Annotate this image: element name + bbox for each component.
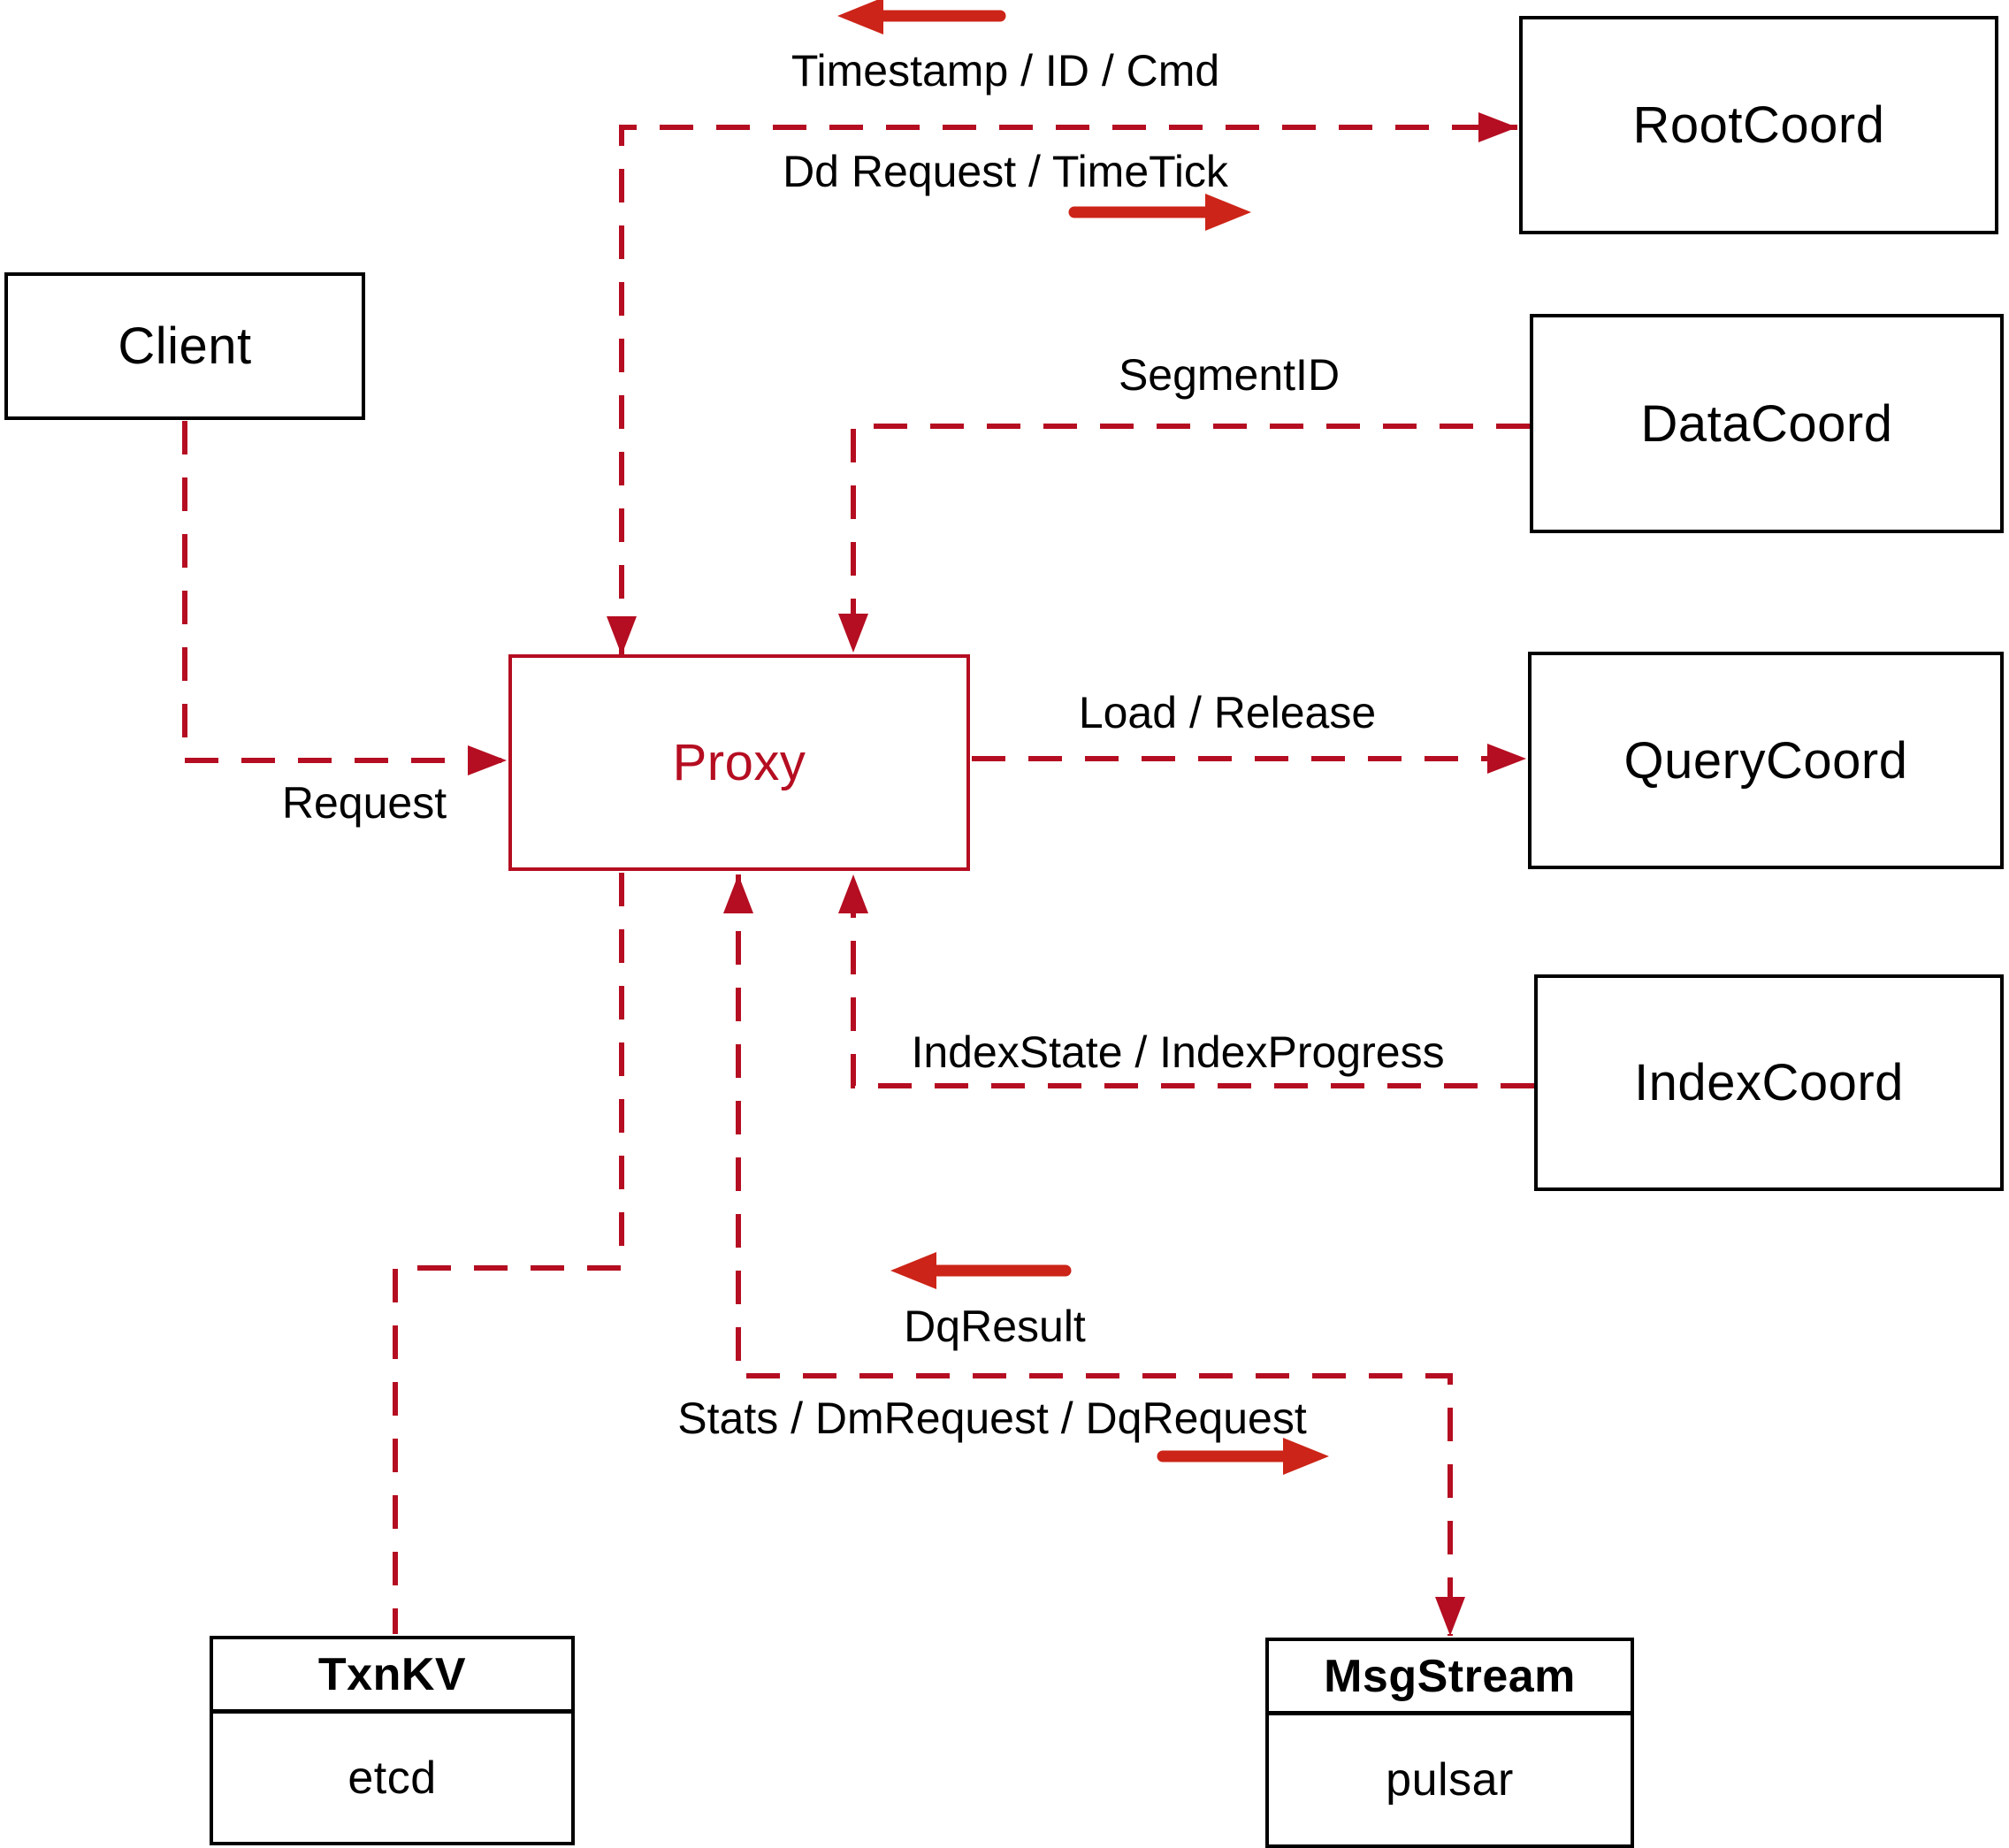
node-msgstream-sublabel: pulsar xyxy=(1386,1754,1514,1806)
node-proxy: Proxy xyxy=(508,654,970,871)
edge-proxy-rootcoord xyxy=(619,125,1517,655)
node-txnkv-sublabel: etcd xyxy=(348,1752,437,1804)
dd-request-direction-arrow-head-icon xyxy=(1205,194,1251,231)
timestamp-id-cmd-label: Timestamp / ID / Cmd xyxy=(791,46,1220,95)
edge-proxy-msgstream xyxy=(736,874,1453,1636)
node-client: Client xyxy=(4,272,365,420)
node-msgstream-title: MsgStream xyxy=(1269,1641,1631,1715)
edge-datacoord-proxy xyxy=(851,424,1530,653)
stats-dmrequest-dqrequest-label: Stats / DmRequest / DqRequest xyxy=(677,1394,1307,1443)
edge-proxy-txnkv xyxy=(393,873,624,1634)
node-querycoord-label: QueryCoord xyxy=(1623,731,1908,790)
node-client-label: Client xyxy=(118,317,252,375)
node-datacoord-label: DataCoord xyxy=(1640,394,1893,453)
node-indexcoord: IndexCoord xyxy=(1534,974,2004,1191)
edge-indexcoord-proxy-arrowhead-icon xyxy=(838,874,868,913)
load-release-label: Load / Release xyxy=(1078,688,1377,737)
node-msgstream: MsgStream pulsar xyxy=(1265,1638,1634,1848)
edge-client-proxy-arrowhead-icon xyxy=(468,745,507,775)
edge-datacoord-proxy-arrowhead-icon xyxy=(838,614,868,653)
stats-direction-arrow-head-icon xyxy=(1283,1438,1329,1475)
node-indexcoord-label: IndexCoord xyxy=(1634,1054,1904,1111)
indexstate-indexprogress-label: IndexState / IndexProgress xyxy=(911,1027,1445,1077)
edge-proxy-msgstream-arrowhead-icon xyxy=(1435,1597,1465,1636)
request-label: Request xyxy=(281,778,447,828)
node-datacoord: DataCoord xyxy=(1530,314,2004,533)
segmentid-label: SegmentID xyxy=(1118,350,1341,400)
node-querycoord: QueryCoord xyxy=(1528,652,2004,869)
edge-proxy-msgstream-start-arrowhead-icon xyxy=(723,874,753,913)
node-txnkv-title: TxnKV xyxy=(213,1639,571,1714)
edge-proxy-querycoord-arrowhead-icon xyxy=(1487,744,1526,774)
dqresult-direction-arrow-head-icon xyxy=(890,1252,936,1289)
node-txnkv: TxnKV etcd xyxy=(210,1636,575,1845)
edge-indexcoord-proxy xyxy=(851,874,1534,1088)
node-rootcoord: RootCoord xyxy=(1519,16,1998,234)
node-rootcoord-label: RootCoord xyxy=(1632,96,1885,154)
dd-request-timetick-label: Dd Request / TimeTick xyxy=(783,147,1228,196)
dqresult-label: DqResult xyxy=(904,1302,1086,1351)
node-proxy-label: Proxy xyxy=(672,734,806,791)
edge-proxy-rootcoord-arrowhead-icon xyxy=(1478,112,1517,142)
edge-client-proxy xyxy=(182,421,507,763)
edge-proxy-rootcoord-start-arrowhead-icon xyxy=(607,616,637,655)
timestamp-direction-arrow-head-icon xyxy=(837,0,883,34)
